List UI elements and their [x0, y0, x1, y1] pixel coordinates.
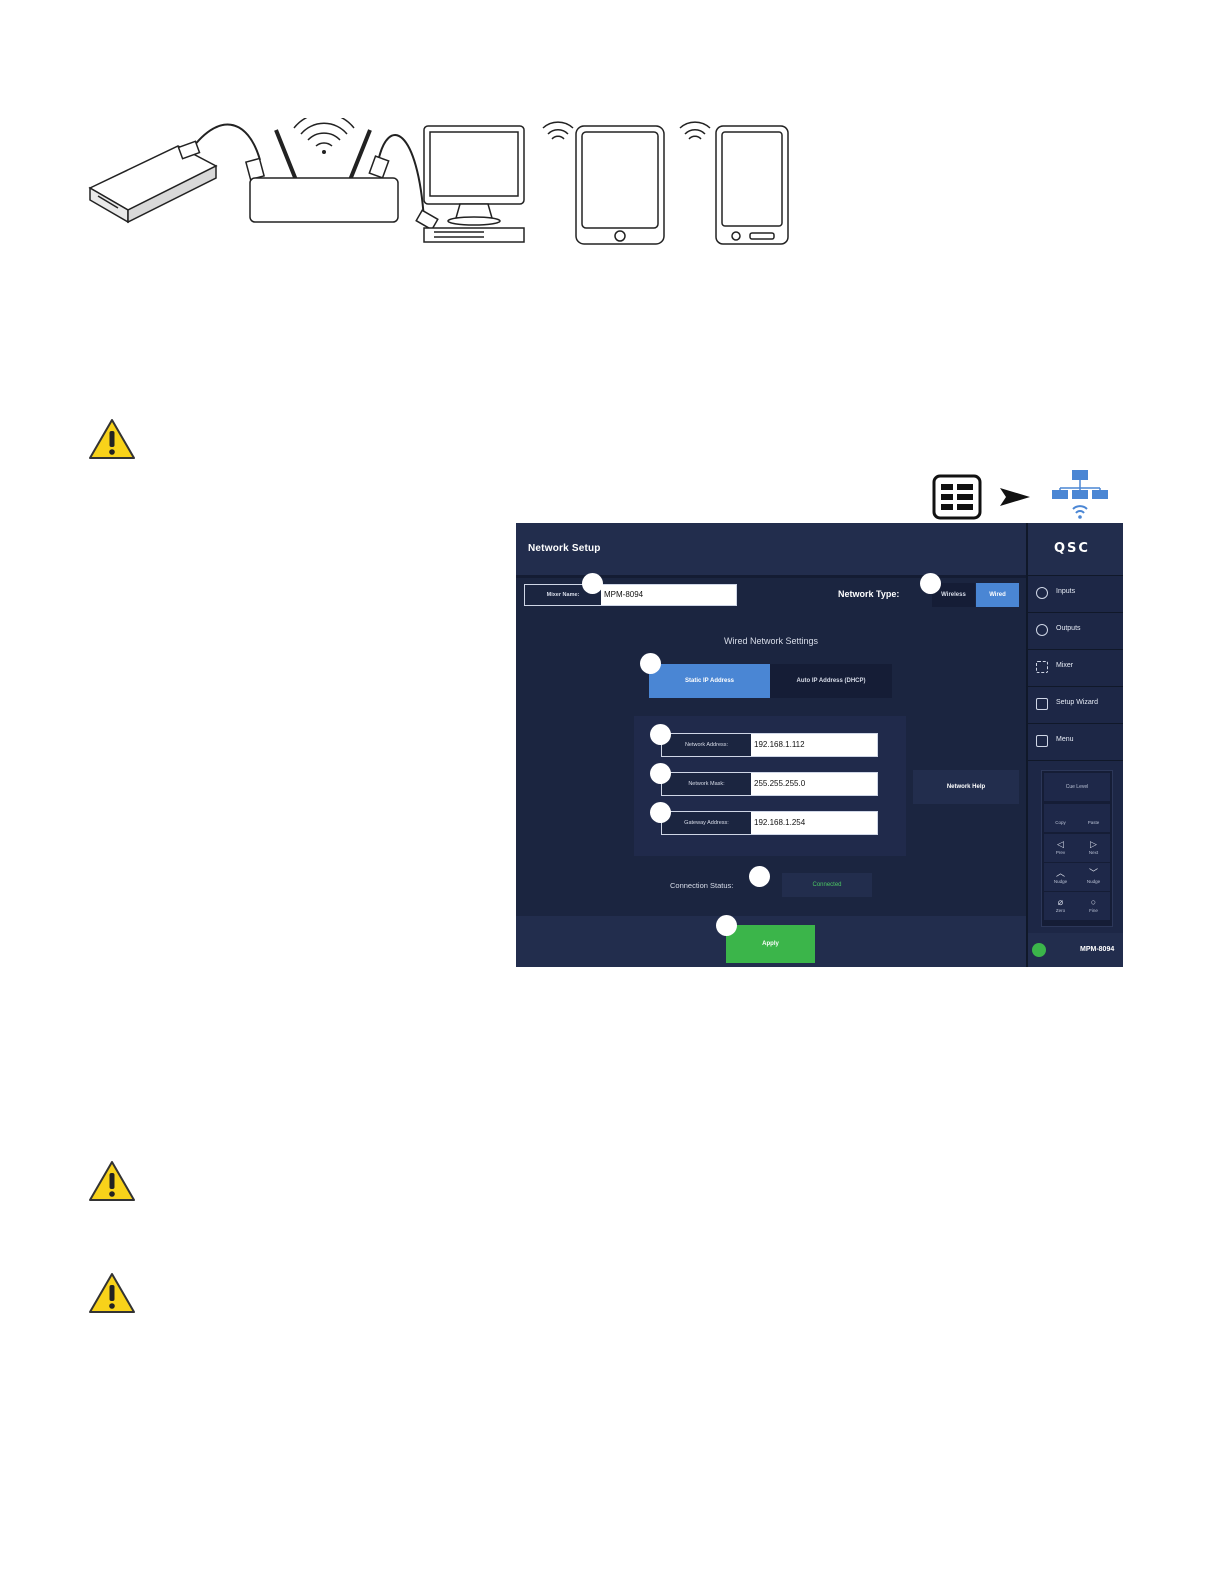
outputs-icon [1036, 624, 1048, 636]
sidebar-item-mixer[interactable]: Mixer [1028, 650, 1123, 687]
next-button[interactable]: ▷Next [1077, 834, 1110, 862]
header-divider [516, 575, 1026, 578]
zero-icon: ⌀ [1057, 897, 1064, 907]
nudge-up-label: Nudge [1053, 879, 1068, 884]
gateway-address-label: Gateway Address: [684, 820, 729, 826]
chevron-up-icon: ︿ [1055, 868, 1065, 878]
network-address-input[interactable]: 192.168.1.112 [751, 734, 877, 756]
callout-marker [920, 573, 941, 594]
logo-area: QSC [1028, 523, 1123, 576]
network-setup-screen: Network Setup Mixer Name: MPM-8094 Netwo… [516, 523, 1123, 967]
wifi-status-icon [1032, 943, 1046, 957]
network-address-label: Network Address: [684, 742, 729, 748]
network-mask-label: Network Mask: [688, 781, 725, 787]
warning-icon [89, 419, 135, 459]
callout-marker [582, 573, 603, 594]
sidebar-item-label: Setup Wizard [1056, 699, 1099, 706]
network-icon [1052, 470, 1108, 519]
callout-marker [749, 866, 770, 887]
qsc-logo: QSC [1054, 541, 1090, 556]
connection-status-label: Connection Status: [670, 881, 734, 890]
sidebar-item-outputs[interactable]: Outputs [1028, 613, 1123, 650]
prev-label: Prev [1055, 850, 1066, 855]
mixer-name-label: Mixer Name: [546, 592, 580, 598]
network-mask-input[interactable]: 255.255.255.0 [751, 773, 877, 795]
tablet-icon [575, 125, 665, 245]
callout-marker [640, 653, 661, 674]
fine-label: Fine [1089, 908, 1098, 913]
connection-status-badge: Connected [782, 873, 872, 897]
paste-label: Paste [1087, 820, 1100, 825]
callout-marker [650, 724, 671, 745]
callout-marker [650, 763, 671, 784]
menu-icon [932, 474, 982, 520]
sidebar-item-setup-wizard[interactable]: Setup Wizard [1028, 687, 1123, 724]
device-name: MPM-8094 [1080, 946, 1115, 953]
header: Network Setup [516, 523, 1026, 575]
mixer-device-icon [88, 145, 218, 224]
mixer-name-field[interactable]: Mixer Name: MPM-8094 [524, 584, 737, 606]
menu-icon [1036, 735, 1048, 747]
paste-icon [1077, 808, 1110, 820]
fine-button[interactable]: ○Fine [1077, 892, 1110, 920]
section-title: Wired Network Settings [723, 636, 819, 646]
connection-diagram [88, 118, 789, 245]
auto-ip-button[interactable]: Auto IP Address (DHCP) [770, 664, 892, 698]
network-mask-field[interactable]: Network Mask: 255.255.255.0 [661, 772, 878, 796]
main-panel: Network Setup Mixer Name: MPM-8094 Netwo… [516, 523, 1026, 967]
gateway-address-field[interactable]: Gateway Address: 192.168.1.254 [661, 811, 878, 835]
callout-marker [716, 915, 737, 936]
sidebar-item-menu[interactable]: Menu [1028, 724, 1123, 761]
sidebar: QSC Inputs Outputs Mixer Setup Wizard Me… [1026, 523, 1123, 967]
network-type-wired-button[interactable]: Wired [976, 583, 1019, 607]
sidebar-item-label: Inputs [1056, 588, 1076, 595]
sidebar-item-label: Mixer [1056, 662, 1074, 669]
prev-button[interactable]: ◁Prev [1044, 834, 1077, 862]
apply-button[interactable]: Apply [726, 925, 815, 963]
next-icon: ▷ [1090, 839, 1097, 849]
chevron-down-icon: ﹀ [1088, 868, 1098, 878]
sidebar-item-inputs[interactable]: Inputs [1028, 576, 1123, 613]
warning-icon [89, 1273, 135, 1313]
mixer-icon [1036, 661, 1048, 673]
network-type-label: Network Type: [838, 589, 900, 599]
copy-label: Copy [1055, 820, 1066, 825]
device-footer: MPM-8094 [1028, 933, 1123, 967]
keypad: Cue Level Copy Paste ◁Prev ▷Next ︿Nudge … [1041, 770, 1113, 927]
nudge-up-button[interactable]: ︿Nudge [1044, 863, 1077, 891]
zero-label: Zero [1055, 908, 1066, 913]
paste-button[interactable]: Paste [1077, 804, 1110, 832]
copy-icon [1044, 808, 1077, 820]
nudge-down-label: Nudge [1086, 879, 1101, 884]
sidebar-item-label: Menu [1056, 736, 1074, 743]
computer-icon [423, 125, 525, 243]
phone-icon [715, 125, 789, 245]
prev-icon: ◁ [1057, 839, 1064, 849]
fine-icon: ○ [1090, 897, 1097, 907]
nudge-down-button[interactable]: ﹀Nudge [1077, 863, 1110, 891]
network-address-field[interactable]: Network Address: 192.168.1.112 [661, 733, 878, 757]
network-help-button[interactable]: Network Help [913, 770, 1019, 804]
page-title: Network Setup [528, 543, 601, 554]
inputs-icon [1036, 587, 1048, 599]
next-label: Next [1088, 850, 1099, 855]
warning-icon [89, 1161, 135, 1201]
callout-marker [650, 802, 671, 823]
sidebar-item-label: Outputs [1056, 625, 1081, 632]
copy-button[interactable]: Copy [1044, 804, 1077, 832]
gateway-address-input[interactable]: 192.168.1.254 [751, 812, 877, 834]
router-icon [249, 118, 399, 223]
mixer-name-input[interactable]: MPM-8094 [601, 585, 736, 605]
setup-wizard-icon [1036, 698, 1048, 710]
cue-level-button[interactable]: Cue Level [1044, 773, 1110, 801]
zero-button[interactable]: ⌀Zero [1044, 892, 1077, 920]
arrow-icon [1000, 488, 1030, 506]
static-ip-button[interactable]: Static IP Address [649, 664, 770, 698]
